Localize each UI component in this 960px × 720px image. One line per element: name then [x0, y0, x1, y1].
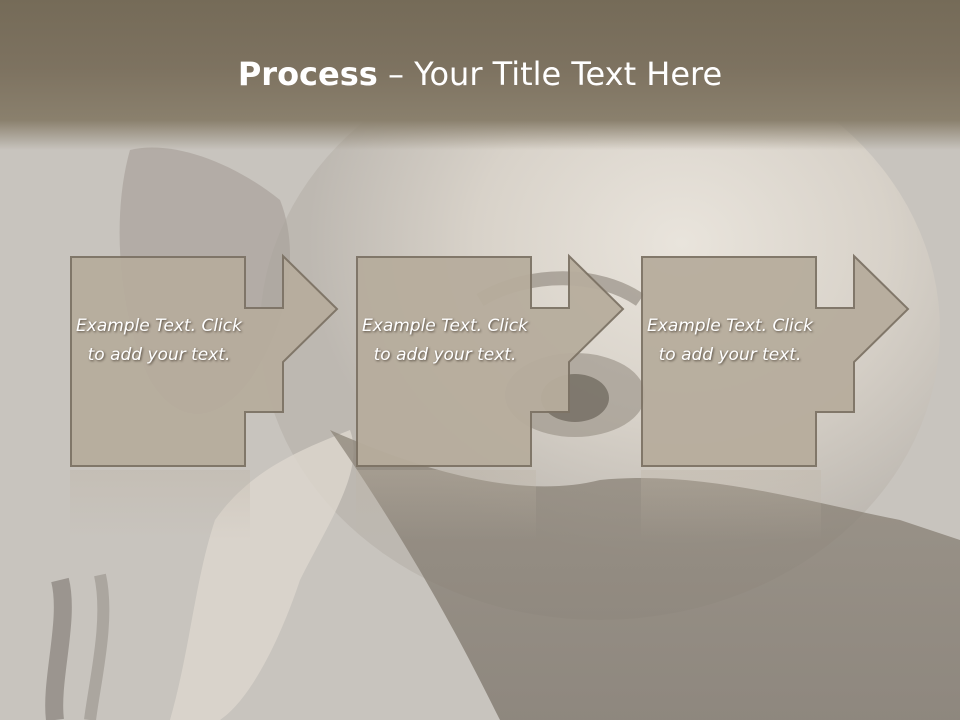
step-arrow-shape: [641, 253, 910, 467]
process-step-3[interactable]: Example Text. Click to add your text.: [641, 253, 911, 468]
step-arrow-shape: [356, 253, 625, 467]
process-step-1[interactable]: Example Text. Click to add your text.: [70, 253, 340, 468]
step-text[interactable]: Example Text. Click to add your text.: [362, 316, 528, 365]
title-rest: – Your Title Text Here: [377, 55, 723, 93]
step-text[interactable]: Example Text. Click to add your text.: [647, 316, 813, 365]
title-bold: Process: [237, 55, 378, 93]
step-reflection: [641, 470, 821, 540]
step-arrow-shape: [70, 253, 339, 467]
step-reflection: [70, 470, 250, 540]
slide-title[interactable]: Process – Your Title Text Here: [0, 52, 960, 96]
step-reflection: [356, 470, 536, 540]
step-text[interactable]: Example Text. Click to add your text.: [76, 316, 242, 365]
header-band: [0, 0, 960, 150]
process-step-2[interactable]: Example Text. Click to add your text.: [356, 253, 626, 468]
